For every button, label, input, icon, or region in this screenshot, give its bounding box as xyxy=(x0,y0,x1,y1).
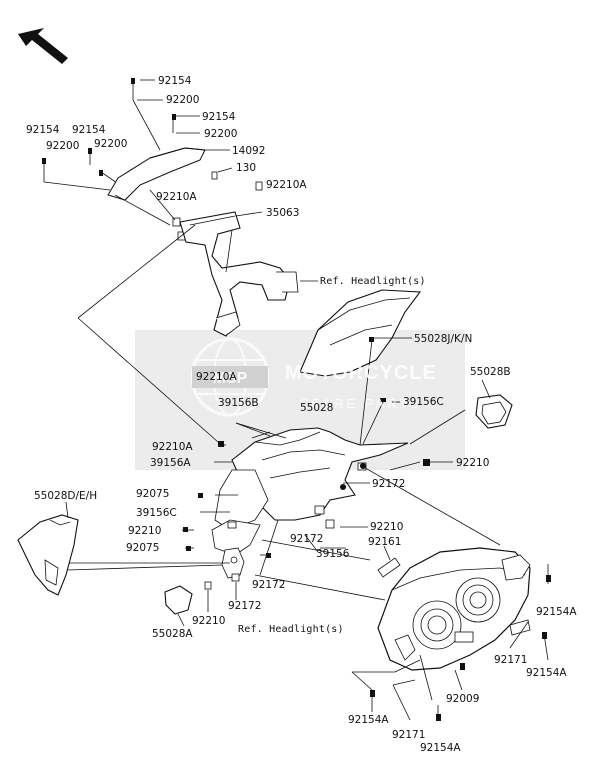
label-92200: 92200 xyxy=(94,138,128,150)
label-55028: 55028 xyxy=(300,402,334,414)
label-92154A: 92154A xyxy=(526,667,567,679)
label-92172: 92172 xyxy=(290,533,324,545)
label-92210: 92210 xyxy=(128,525,162,537)
label-92210A: 92210A xyxy=(196,371,237,383)
label-92154A: 92154A xyxy=(536,606,577,618)
label-92210A: 92210A xyxy=(266,179,307,191)
label-92154: 92154 xyxy=(158,75,192,87)
label-39156: 39156 xyxy=(316,548,350,560)
label-92075: 92075 xyxy=(136,488,170,500)
label-55028B: 55028B xyxy=(470,366,511,378)
label-ref-headlight: Ref. Headlight(s) xyxy=(320,276,426,287)
label-39156C: 39156C xyxy=(403,396,444,408)
label-55028DEH: 55028D/E/H xyxy=(34,490,98,502)
svg-text:MSP: MSP xyxy=(213,370,248,387)
label-35063: 35063 xyxy=(266,207,300,219)
label-55028JKN: 55028J/K/N xyxy=(414,333,473,345)
label-92154: 92154 xyxy=(202,111,236,123)
label-92075: 92075 xyxy=(126,542,160,554)
label-92200: 92200 xyxy=(46,140,80,152)
watermark-subtitle: SPARE PARTS xyxy=(300,396,422,411)
label-39156C: 39156C xyxy=(136,507,177,519)
label-92154A: 92154A xyxy=(348,714,389,726)
label-92172: 92172 xyxy=(228,600,262,612)
label-92210: 92210 xyxy=(370,521,404,533)
label-92172: 92172 xyxy=(372,478,406,490)
watermark-brand: MOTORCYCLE xyxy=(285,362,437,384)
fastener-markers xyxy=(42,78,551,721)
label-92154: 92154 xyxy=(26,124,60,136)
label-55028A: 55028A xyxy=(152,628,193,640)
label-92161: 92161 xyxy=(368,536,402,548)
label-39156A: 39156A xyxy=(150,457,191,469)
label-130: 130 xyxy=(236,162,257,174)
watermark-logo: MSP xyxy=(190,337,270,417)
label-92210A: 92210A xyxy=(156,191,197,203)
direction-arrow-icon xyxy=(18,28,68,64)
label-92200: 92200 xyxy=(166,94,200,106)
label-92154: 92154 xyxy=(72,124,106,136)
label-14092: 14092 xyxy=(232,145,266,157)
label-92154A: 92154A xyxy=(420,742,461,754)
label-92171: 92171 xyxy=(392,729,426,741)
label-92171: 92171 xyxy=(494,654,528,666)
label-92210A: 92210A xyxy=(152,441,193,453)
label-92009: 92009 xyxy=(446,693,480,705)
label-92210: 92210 xyxy=(456,457,490,469)
label-ref-headlight: Ref. Headlight(s) xyxy=(238,624,344,635)
label-92210: 92210 xyxy=(192,615,226,627)
label-92200: 92200 xyxy=(204,128,238,140)
label-92172: 92172 xyxy=(252,579,286,591)
label-39156B: 39156B xyxy=(218,397,259,409)
